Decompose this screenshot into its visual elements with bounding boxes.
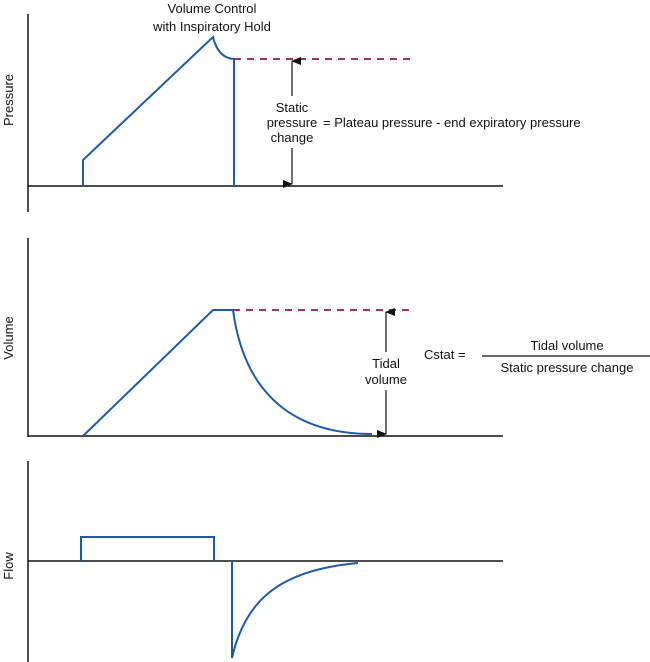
static-pressure-equation: = Plateau pressure - end expiratory pres… <box>323 115 581 130</box>
tidal-volume-label-1: Tidal <box>372 356 400 371</box>
pressure-trace <box>82 35 235 186</box>
inspiratory-flow-trace <box>80 536 215 561</box>
flow-panel: Flow <box>1 461 503 662</box>
diagram-title-line1: Volume Control <box>168 1 257 16</box>
diagram-title-line2: with Inspiratory Hold <box>152 19 271 34</box>
tidal-volume-label-2: volume <box>365 372 407 387</box>
volume-trace <box>82 309 373 437</box>
volume-panel: Volume Tidal volume Cstat = Tidal volume… <box>1 238 650 438</box>
static-pressure-label-2: pressure <box>267 115 318 130</box>
pressure-panel: Pressure Static pressure change = Platea… <box>1 14 581 212</box>
cstat-numerator: Tidal volume <box>530 338 603 353</box>
flow-axis-label: Flow <box>1 552 16 580</box>
cstat-denominator: Static pressure change <box>501 360 634 375</box>
static-pressure-label-3: change <box>271 130 314 145</box>
volume-axis-label: Volume <box>1 316 16 359</box>
pressure-axis-label: Pressure <box>1 74 16 126</box>
expiratory-flow-trace <box>231 561 359 659</box>
static-pressure-label-1: Static <box>276 100 309 115</box>
cstat-lhs: Cstat = <box>424 347 466 362</box>
